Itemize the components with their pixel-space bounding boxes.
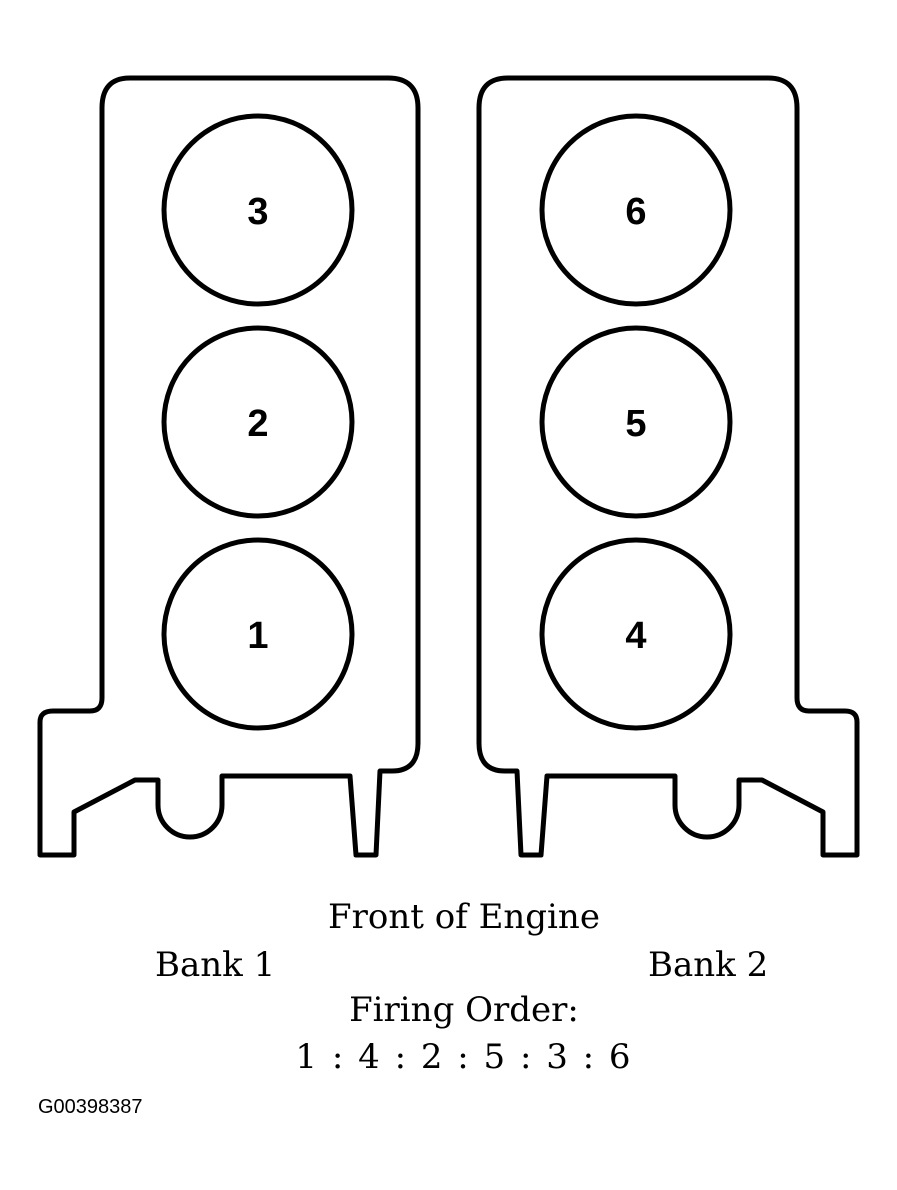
figure-id: G00398387 [38, 1096, 143, 1118]
cylinder-bore [161, 325, 355, 519]
cylinder-bore [539, 325, 733, 519]
bank-2-label: Bank 2 [648, 945, 769, 985]
cylinder-number: 2 [247, 403, 268, 445]
cylinder-2: 2 [161, 325, 355, 519]
cylinder-1: 1 [161, 537, 355, 731]
front-of-engine-label: Front of Engine [328, 897, 600, 937]
bank-1-outline [37, 75, 421, 858]
cylinder-bore [161, 113, 355, 307]
bank-2-outline [476, 75, 860, 858]
cylinder-6: 6 [539, 113, 733, 307]
cylinder-number: 3 [247, 191, 268, 233]
cylinder-number: 1 [247, 615, 268, 657]
cylinder-bore [539, 113, 733, 307]
cylinder-3: 3 [161, 113, 355, 307]
cylinder-number: 5 [625, 403, 646, 445]
cylinder-5: 5 [539, 325, 733, 519]
firing-order-title: Firing Order: [349, 990, 579, 1030]
cylinder-4: 4 [539, 537, 733, 731]
cylinder-number: 6 [625, 191, 646, 233]
firing-order-sequence: 1 : 4 : 2 : 5 : 3 : 6 [295, 1037, 633, 1077]
cylinder-bore [161, 537, 355, 731]
cylinder-number: 4 [625, 615, 646, 657]
cylinder-bore [539, 537, 733, 731]
bank-1-label: Bank 1 [155, 945, 276, 985]
